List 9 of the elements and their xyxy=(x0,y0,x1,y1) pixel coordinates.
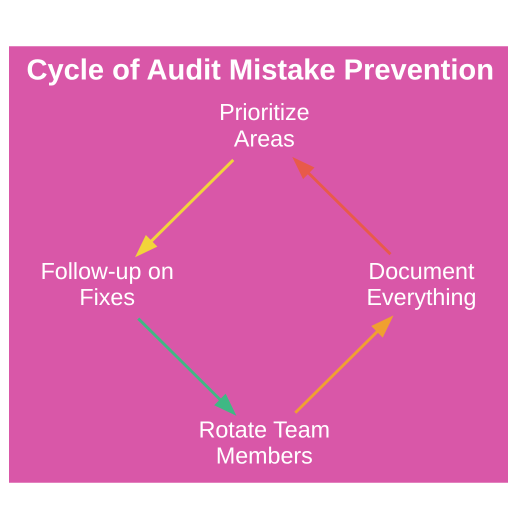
arrow xyxy=(292,156,391,255)
arrow xyxy=(134,158,234,257)
diagram-title: Cycle of Audit Mistake Prevention xyxy=(26,54,494,86)
arrow xyxy=(136,317,236,416)
node-text: Document Everything xyxy=(366,257,476,310)
arrow xyxy=(294,314,394,414)
node-text: Prioritize Areas xyxy=(218,98,310,151)
node-text: Follow-up on Fixes xyxy=(40,257,174,310)
node-text: Rotate Team Members xyxy=(198,416,330,468)
